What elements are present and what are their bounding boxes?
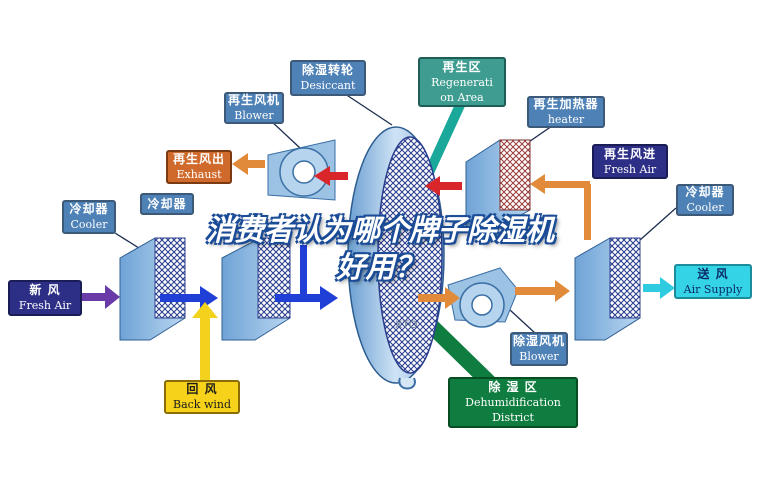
label-regen-heater: 再生加热器 heater: [527, 96, 605, 128]
regen-arrows: [314, 166, 462, 196]
heater-box: [465, 139, 531, 229]
label-back-wind: 回 风 Back wind: [164, 380, 240, 414]
orange-arrows: [232, 153, 591, 309]
label-cooler-left-2: 冷却器: [140, 193, 194, 215]
regen-area-pointer: [424, 104, 466, 178]
label-dehumidification-district: 除 湿 区 Dehumidification District: [448, 377, 578, 428]
desiccant-wheel: XTO: [347, 126, 445, 384]
watermark: XTO: [395, 319, 418, 331]
dehum-blower-fan: [447, 267, 519, 328]
label-desiccant: 除湿转轮 Desiccant: [290, 60, 366, 96]
label-cooler-left: 冷却器 Cooler: [62, 200, 116, 234]
supply-arrow: [643, 277, 675, 299]
label-air-supply: 送 风 Air Supply: [674, 264, 752, 299]
regen-blower-fan: [267, 139, 336, 201]
leader-lines: [114, 83, 677, 334]
label-dehum-blower: 除湿风机 Blower: [510, 332, 568, 366]
label-regen-fresh-air: 再生风进 Fresh Air: [592, 144, 668, 179]
label-regen-blower: 再生风机 Blower: [224, 92, 284, 124]
overlay-title-line2: 好用？: [336, 250, 424, 284]
label-regen-exhaust: 再生风出 Exhaust: [166, 150, 232, 184]
duct-curl: [398, 377, 416, 390]
overlay-title-line1: 消费者认为哪个牌子除湿机: [205, 213, 554, 247]
label-cooler-right: 冷却器 Cooler: [676, 184, 734, 216]
right-cooler-box: [574, 237, 641, 341]
back-wind-arrow: [192, 302, 218, 380]
label-regeneration-area: 再生区 Regenerati on Area: [418, 57, 506, 107]
label-fresh-air: 新 风 Fresh Air: [8, 280, 82, 316]
